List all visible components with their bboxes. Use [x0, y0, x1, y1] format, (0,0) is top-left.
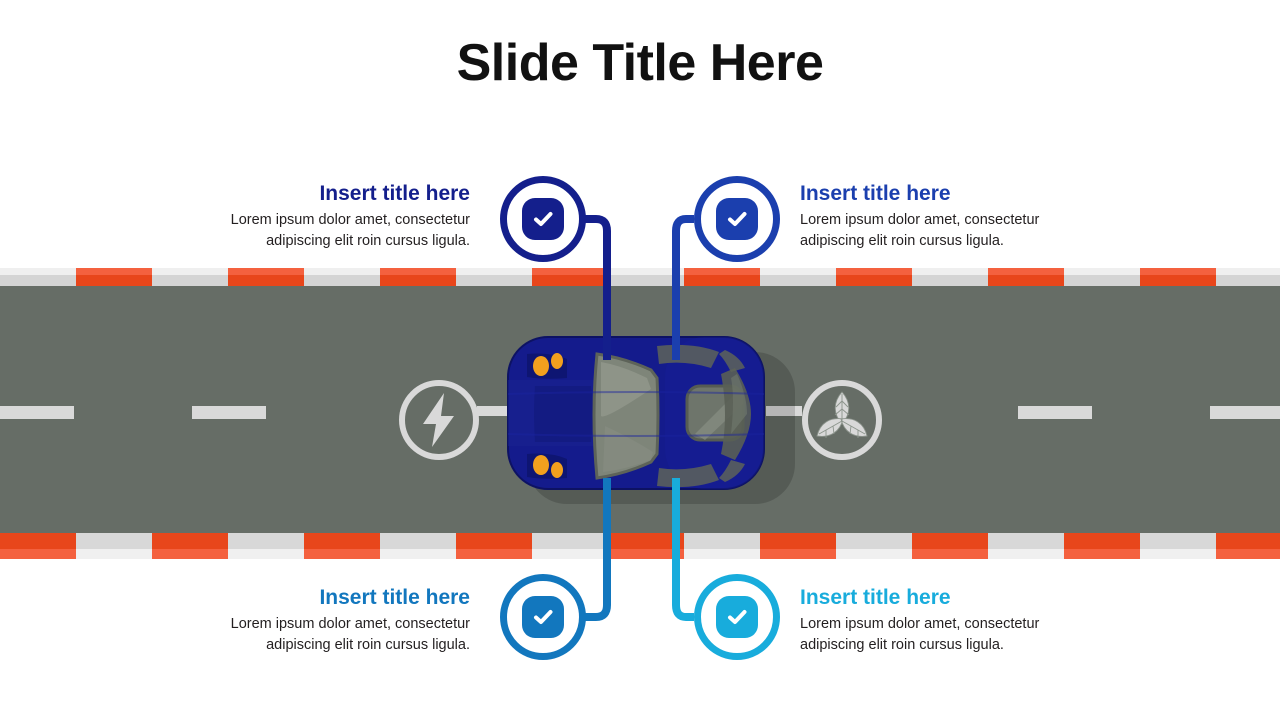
- barrier-block: [0, 533, 76, 559]
- check-circle-icon: [716, 596, 758, 638]
- barrier-block: [912, 533, 988, 559]
- barrier-highlight: [0, 268, 1280, 275]
- barrier-block: [988, 268, 1064, 286]
- barrier-block: [152, 533, 228, 559]
- node-bottom-left[interactable]: [500, 574, 586, 660]
- node-ring: [694, 176, 780, 262]
- lane-dash: [192, 406, 266, 419]
- node-ring: [694, 574, 780, 660]
- lane-dash: [1210, 406, 1280, 419]
- callout-top-right: Insert title here Lorem ipsum dolor amet…: [800, 181, 1080, 251]
- page-title: Slide Title Here: [456, 34, 824, 92]
- charger-connector-right: [766, 406, 802, 416]
- callout-title: Insert title here: [319, 586, 470, 609]
- barrier-top: [0, 268, 1280, 286]
- road-illustration: [0, 268, 1280, 568]
- callout-body: Lorem ipsum dolor amet, consectetur adip…: [800, 212, 1040, 249]
- callout-title: Insert title here: [800, 182, 951, 205]
- lane-dash: [0, 406, 74, 419]
- barrier-block: [304, 533, 380, 559]
- barrier-blocks-top: [0, 268, 1280, 286]
- barrier-block: [456, 533, 532, 559]
- barrier-block: [532, 268, 608, 286]
- barrier-bottom: [0, 533, 1280, 559]
- callout-top-left: Insert title here Lorem ipsum dolor amet…: [190, 181, 470, 251]
- eco-leaf-icon: [800, 378, 884, 462]
- node-bottom-right[interactable]: [694, 574, 780, 660]
- barrier-block: [76, 268, 152, 286]
- barrier-block: [380, 268, 456, 286]
- callout-bottom-right: Insert title here Lorem ipsum dolor amet…: [800, 585, 1080, 655]
- callout-title: Insert title here: [800, 586, 951, 609]
- barrier-block: [1064, 533, 1140, 559]
- barrier-block: [608, 533, 684, 559]
- barrier-block: [1140, 268, 1216, 286]
- barrier-block: [228, 268, 304, 286]
- callout-body: Lorem ipsum dolor amet, consectetur adip…: [230, 616, 470, 653]
- check-circle-icon: [522, 596, 564, 638]
- node-top-left[interactable]: [500, 176, 586, 262]
- barrier-block: [684, 268, 760, 286]
- charger-connector-left: [477, 406, 513, 416]
- callout-bottom-left: Insert title here Lorem ipsum dolor amet…: [190, 585, 470, 655]
- car-graphic: [507, 336, 765, 490]
- lightning-bolt-icon: [397, 378, 481, 462]
- barrier-block: [1216, 533, 1280, 559]
- barrier-blocks-bottom: [0, 533, 1280, 559]
- callout-body: Lorem ipsum dolor amet, consectetur adip…: [800, 616, 1040, 653]
- lane-dash: [1018, 406, 1092, 419]
- callout-body: Lorem ipsum dolor amet, consectetur adip…: [230, 212, 470, 249]
- barrier-block: [836, 268, 912, 286]
- node-top-right[interactable]: [694, 176, 780, 262]
- check-circle-icon: [522, 198, 564, 240]
- car-top-view-illustration: [505, 334, 795, 504]
- callout-title: Insert title here: [319, 182, 470, 205]
- barrier-block: [760, 533, 836, 559]
- check-circle-icon: [716, 198, 758, 240]
